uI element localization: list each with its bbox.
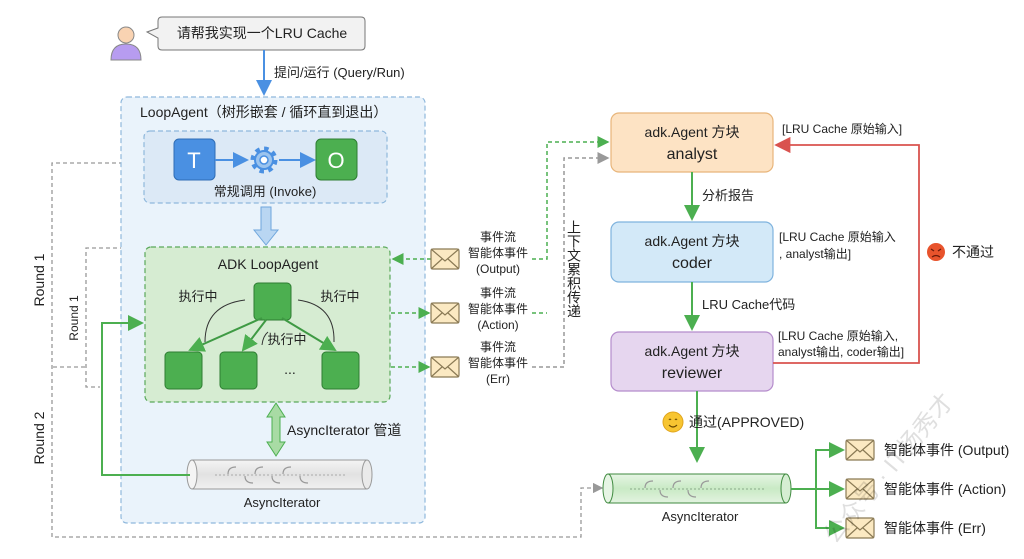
reviewer-name: reviewer [662,365,723,382]
context-line [532,152,610,368]
coder-agent-box [610,221,774,283]
event-action-label: 事件流 智能体事件 (Action) [468,286,528,332]
running-label-3: 执行中 [267,332,306,347]
envelope-icon [430,302,460,324]
analyst-input: [LRU Cache 原始输入] [782,121,902,136]
round1-inner-line [85,247,145,388]
round1-inner-label: Round 1 [67,295,81,341]
user-request-text: 请帮我实现一个LRU Cache [177,25,348,41]
child-node-2 [219,351,258,390]
event-kind-text: (Err) [486,372,510,386]
user-request-bubble: 请帮我实现一个LRU Cache [145,16,366,51]
running-label-1: 执行中 [178,289,217,304]
round1-outer-line [51,162,604,538]
t-block-label: T [187,148,200,173]
analyst-name: analyst [667,146,718,163]
reviewer-input-line1: [LRU Cache 原始输入, [778,328,898,343]
coder-name: coder [672,255,713,272]
async-iterator-label: AsyncIterator [244,495,321,510]
round2-label: Round 2 [31,411,47,464]
angry-face-icon [927,243,945,261]
output-async-iterator-label: AsyncIterator [662,509,739,524]
event-kind-text: (Output) [476,262,520,276]
event-type-text: 智能体事件 [468,301,528,316]
envelope-icon [845,439,875,461]
child-node-1 [164,351,203,390]
adk-loop-agent-title: ADK LoopAgent [218,256,319,272]
invoke-caption: 常规调用 (Invoke) [214,184,317,199]
running-label-2: 执行中 [320,289,359,304]
output-event-err: 智能体事件 (Err) [884,520,986,536]
event-stream-text: 事件流 [480,340,516,354]
pipe-double-arrow [266,402,286,457]
output-async-iterator-cylinder [602,473,792,504]
loop-agent-title: LoopAgent（树形嵌套 / 循环直到退出） [140,104,387,120]
envelope-icon [430,248,460,270]
pipe-label: AsyncIterator 管道 [287,422,401,438]
reviewer-input-line2: analyst输出, coder输出] [778,344,904,359]
output-event-action: 智能体事件 (Action) [884,481,1006,497]
event-kind-text: (Action) [477,318,518,332]
analyst-agent-box [610,112,774,173]
envelope-icon [430,356,460,378]
o-block-label: O [327,148,344,173]
reviewer-agent-box [610,331,774,392]
event-output-label: 事件流 智能体事件 (Output) [468,230,528,276]
event-to-analyst-line [532,136,610,260]
async-iterator-cylinder [186,459,373,490]
coder-input-line2: , analyst输出] [779,246,851,261]
analyst-to-coder-label: 分析报告 [702,188,754,203]
child-node-3 [321,351,360,390]
gear-icon [250,146,278,174]
running-arc-1 [204,299,246,343]
event-type-text: 智能体事件 [468,355,528,370]
coder-to-reviewer-label: LRU Cache代码 [702,297,795,312]
tree-edge-3 [281,317,337,352]
rejected-label: 不通过 [952,244,994,260]
smile-face-icon [662,411,684,433]
root-node [253,282,292,321]
coder-input-line1: [LRU Cache 原始输入 [779,229,896,244]
coder-kind: adk.Agent 方块 [645,233,740,249]
running-arc-2 [297,299,335,343]
event-stream-text: 事件流 [480,230,516,244]
rejected-loop-arrow [773,136,920,364]
approved-label: 通过(APPROVED) [689,414,804,430]
tree-edge-1 [188,317,263,352]
reviewer-kind: adk.Agent 方块 [645,343,740,359]
hollow-down-arrow [252,206,280,246]
context-label: 上下文累积传递 [566,220,582,318]
o-block [315,138,358,181]
user-avatar [110,26,142,61]
tree-edge-2 [241,319,267,352]
event-stream-text: 事件流 [480,286,516,300]
output-branch-err [815,489,845,536]
query-label: 提问/运行 (Query/Run) [274,65,405,80]
output-event-output: 智能体事件 (Output) [884,442,1009,458]
event-err-label: 事件流 智能体事件 (Err) [468,340,528,386]
analyst-kind: adk.Agent 方块 [645,124,740,140]
loop-back-arrow [101,315,190,476]
running-arc-3 [261,331,269,346]
child-ellipsis: ... [284,361,296,377]
round1-outer-label: Round 1 [31,253,47,306]
event-type-text: 智能体事件 [468,245,528,260]
output-branch-output [815,442,845,489]
